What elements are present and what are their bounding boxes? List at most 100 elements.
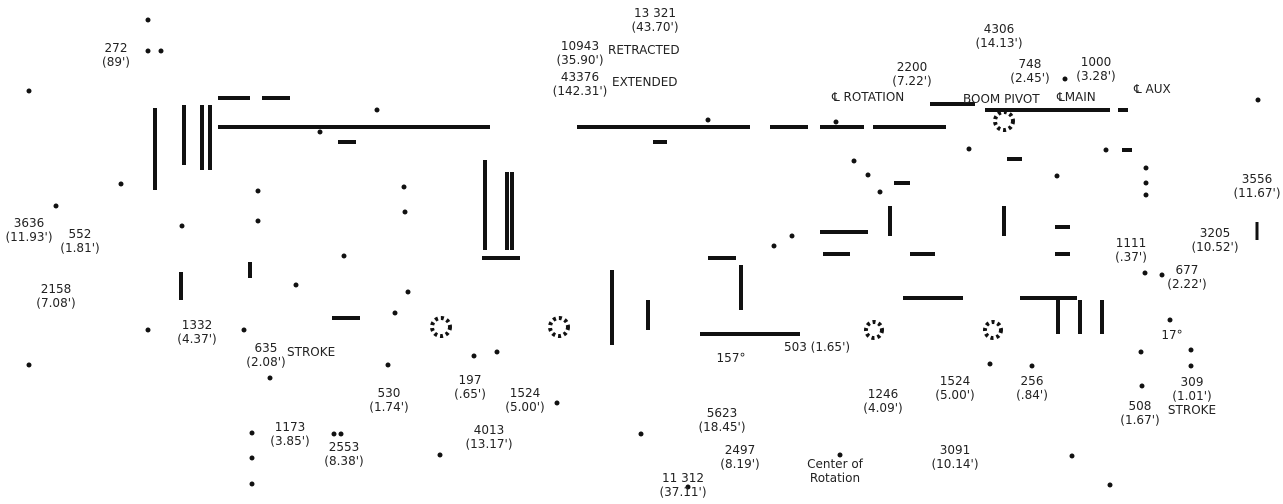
stroke-label-left: STROKE bbox=[287, 345, 336, 359]
dim-3205-mm: 3205 bbox=[1199, 226, 1231, 240]
dim-2200-ft: (7.22') bbox=[892, 74, 932, 88]
dim-1000-ft: (3.28') bbox=[1076, 69, 1116, 83]
dim-748: 748 (2.45') bbox=[1010, 57, 1049, 85]
dim-552-ft: (1.81') bbox=[60, 241, 100, 255]
dim-197-ft: (.65') bbox=[454, 387, 486, 401]
dim-3205-ft: (10.52') bbox=[1191, 240, 1239, 254]
dim-1524-right-ft: (5.00') bbox=[935, 388, 975, 402]
dim-197: 197 (.65') bbox=[454, 373, 486, 401]
dim-2200-mm: 2200 bbox=[896, 60, 928, 74]
retracted-length-label: 10943 (35.90') bbox=[556, 39, 603, 67]
dim-1173-mm: 1173 bbox=[274, 420, 306, 434]
dim-748-mm: 748 bbox=[1018, 57, 1042, 71]
dim-552: 552 (1.81') bbox=[60, 227, 99, 255]
dim-1173: 1173 (3.85') bbox=[270, 420, 309, 448]
dim-3556-mm: 3556 bbox=[1241, 172, 1273, 186]
dim-1173-ft: (3.85') bbox=[270, 434, 310, 448]
angle-157: 157° bbox=[716, 351, 746, 365]
dim-508-mm: 508 bbox=[1128, 399, 1152, 413]
dim-1000-mm: 1000 bbox=[1080, 55, 1112, 69]
dim-309-ft: (1.01') bbox=[1172, 389, 1212, 403]
boom-length-ft: (43.70') bbox=[631, 20, 679, 34]
dim-677-ft: (2.22') bbox=[1167, 277, 1207, 291]
center-of-rotation-label: Center of Rotation bbox=[807, 457, 863, 485]
dim-256: 256 (.84') bbox=[1016, 374, 1048, 402]
dim-1524-left: 1524 (5.00') bbox=[505, 386, 544, 414]
dim-3636-ft: (11.93') bbox=[5, 230, 53, 244]
dim-635-ft: (2.08') bbox=[246, 355, 286, 369]
retracted-length-mm: 10943 bbox=[560, 39, 600, 53]
drawing-dots bbox=[26, 17, 1261, 490]
dim-5623: 5623 (18.45') bbox=[698, 406, 745, 434]
dim-256-mm: 256 bbox=[1020, 374, 1044, 388]
dim-2158-mm: 2158 bbox=[40, 282, 72, 296]
dim-530-mm: 530 bbox=[377, 386, 401, 400]
dim-5623-mm: 5623 bbox=[706, 406, 738, 420]
dim-2497: 2497 (8.19') bbox=[720, 443, 759, 471]
boom-length-mm: 13 321 bbox=[633, 6, 676, 20]
dim-677-mm: 677 bbox=[1175, 263, 1199, 277]
extended-length-mm: 43376 bbox=[560, 70, 600, 84]
center-of-rotation-line1: Center of bbox=[807, 457, 863, 471]
dim-1111-ft: (.37') bbox=[1115, 250, 1147, 264]
angle-17: 17° bbox=[1161, 328, 1183, 342]
dim-4306: 4306 (14.13') bbox=[975, 22, 1022, 50]
extended-length-label: 43376 (142.31') bbox=[553, 70, 608, 98]
dim-11312-ft: (37.11') bbox=[659, 485, 707, 499]
bolt-circles bbox=[430, 110, 1015, 340]
dim-3091-ft: (10.14') bbox=[931, 457, 979, 471]
dim-1524-right: 1524 (5.00') bbox=[935, 374, 974, 402]
boom-outline bbox=[153, 96, 1259, 345]
dim-4013-mm: 4013 bbox=[473, 423, 505, 437]
extended-length-ft: (142.31') bbox=[552, 84, 608, 98]
dim-503: 503 (1.65') bbox=[783, 340, 851, 354]
dim-1111: 1111 (.37') bbox=[1115, 236, 1147, 264]
dim-256-ft: (.84') bbox=[1016, 388, 1048, 402]
dim-3556: 3556 (11.67') bbox=[1233, 172, 1280, 200]
dim-2497-mm: 2497 bbox=[724, 443, 756, 457]
dim-3091: 3091 (10.14') bbox=[931, 443, 978, 471]
dim-552-mm: 552 bbox=[68, 227, 92, 241]
dim-4013: 4013 (13.17') bbox=[465, 423, 512, 451]
dim-3636: 3636 (11.93') bbox=[5, 216, 52, 244]
dim-530-ft: (1.74') bbox=[369, 400, 409, 414]
dim-3205: 3205 (10.52') bbox=[1191, 226, 1238, 254]
dim-11312-mm: 11 312 bbox=[661, 471, 704, 485]
dim-11312: 11 312 (37.11') bbox=[659, 471, 706, 499]
dim-1246-ft: (4.09') bbox=[863, 401, 903, 415]
retracted-length-ft: (35.90') bbox=[556, 53, 604, 67]
dim-635: 635 (2.08') bbox=[246, 341, 285, 369]
dim-2158-ft: (7.08') bbox=[36, 296, 76, 310]
dim-272-mm: 272 bbox=[104, 41, 128, 55]
dim-508-ft: (1.67') bbox=[1120, 413, 1160, 427]
dim-309-mm: 309 bbox=[1180, 375, 1204, 389]
dim-530: 530 (1.74') bbox=[369, 386, 408, 414]
main-centerline-label: ℄MAIN bbox=[1057, 90, 1096, 104]
dim-272-ft: (89') bbox=[102, 55, 130, 69]
dim-197-mm: 197 bbox=[458, 373, 482, 387]
dim-2497-ft: (8.19') bbox=[720, 457, 760, 471]
boom-pivot-label: BOOM PIVOT bbox=[963, 92, 1040, 106]
dim-3636-mm: 3636 bbox=[13, 216, 45, 230]
dim-508: 508 (1.67') bbox=[1120, 399, 1159, 427]
dim-3556-ft: (11.67') bbox=[1233, 186, 1281, 200]
dim-1111-mm: 1111 bbox=[1115, 236, 1147, 250]
dim-4306-ft: (14.13') bbox=[975, 36, 1023, 50]
dim-1332-ft: (4.37') bbox=[177, 332, 217, 346]
center-of-rotation-line2: Rotation bbox=[809, 471, 861, 485]
dim-272: 272 (89') bbox=[102, 41, 130, 69]
dim-1332-mm: 1332 bbox=[181, 318, 213, 332]
extended-word: EXTENDED bbox=[612, 75, 678, 89]
dim-748-ft: (2.45') bbox=[1010, 71, 1050, 85]
dim-677: 677 (2.22') bbox=[1167, 263, 1206, 291]
retracted-word: RETRACTED bbox=[608, 43, 680, 57]
dim-1246-mm: 1246 bbox=[867, 387, 899, 401]
dim-1332: 1332 (4.37') bbox=[177, 318, 216, 346]
dim-309: 309 (1.01') STROKE bbox=[1168, 375, 1216, 417]
dim-2553-ft: (8.38') bbox=[324, 454, 364, 468]
boom-length-label: 13 321 (43.70') bbox=[631, 6, 678, 34]
dim-5623-ft: (18.45') bbox=[698, 420, 746, 434]
dim-2553: 2553 (8.38') bbox=[324, 440, 363, 468]
dim-2553-mm: 2553 bbox=[328, 440, 360, 454]
